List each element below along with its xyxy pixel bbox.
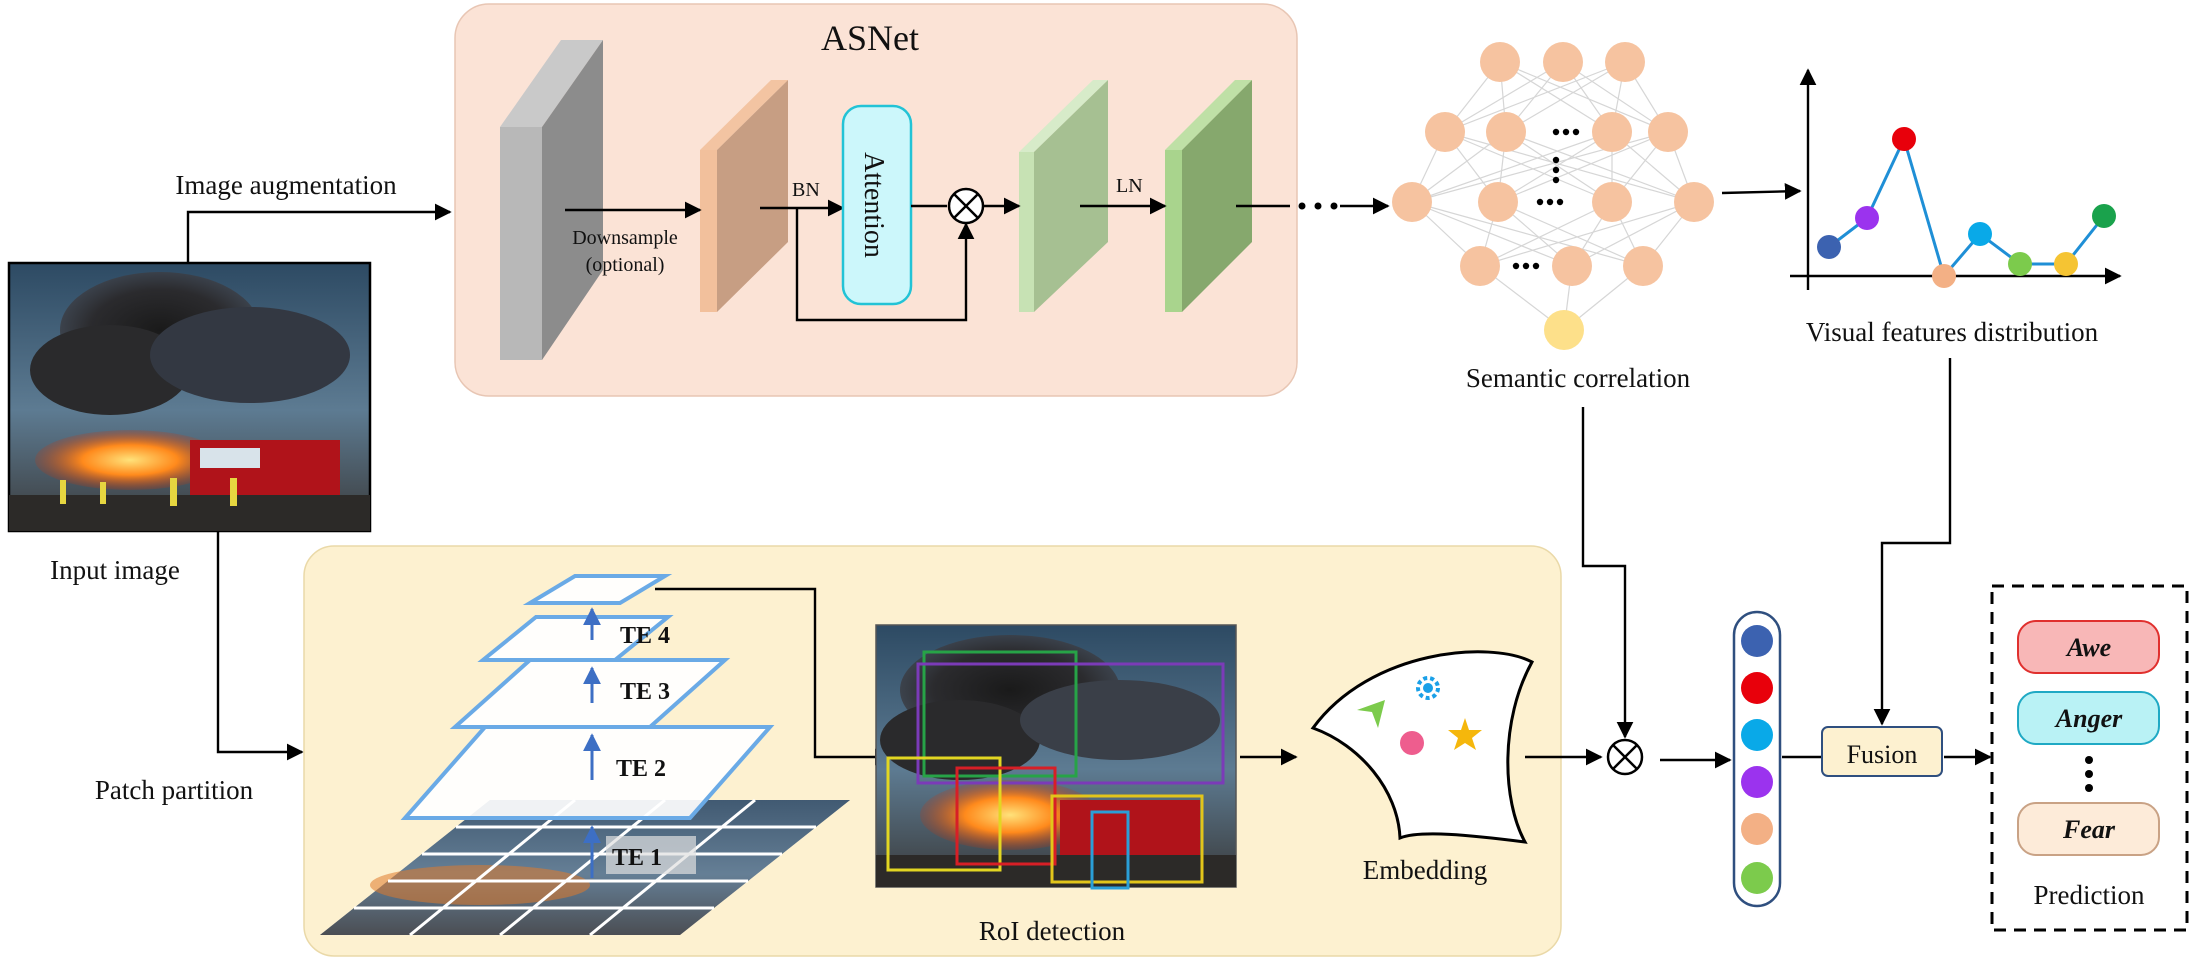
feature-point [1968, 222, 1992, 246]
network-node [1674, 182, 1714, 222]
vector-element [1741, 719, 1773, 751]
network-node [1592, 182, 1632, 222]
image-augmentation-label: Image augmentation [175, 170, 397, 200]
pyramid-to-roi-arrow [655, 587, 892, 766]
feature-point [1855, 206, 1879, 230]
patch-partition-label: Patch partition [95, 775, 254, 805]
network-node [1592, 112, 1632, 152]
feature-point [2008, 252, 2032, 276]
feature-point [2054, 252, 2078, 276]
vector-element [1741, 813, 1773, 845]
fusion-box [1821, 726, 1943, 777]
network-node [1552, 246, 1592, 286]
prediction-panel: Awe Anger Fear Prediction [1990, 584, 2189, 932]
bn-label: BN [792, 179, 820, 201]
te3-label: TE 3 [620, 679, 670, 705]
asnet-title: ASNet [821, 18, 919, 58]
downsample-optional-label: (optional) [586, 254, 665, 276]
feature-distribution-plot: Visual features distribution [1790, 68, 2122, 347]
ellipsis-arrow [1298, 197, 1390, 215]
sun-icon [1416, 676, 1440, 700]
semantic-to-multiply-arrow [1581, 407, 1634, 739]
distribution-to-fusion-arrow [1873, 358, 1952, 726]
gray-feature-slab [500, 40, 603, 360]
input-image-label: Input image [50, 555, 180, 585]
ln-label: LN [1116, 175, 1143, 197]
feature-point [1932, 264, 1956, 288]
network-node [1623, 246, 1663, 286]
network-node [1480, 42, 1520, 82]
te2-plane [400, 725, 775, 820]
tan-feature-slab [700, 80, 788, 312]
light-green-slab [1019, 80, 1108, 312]
emotion-awe-label: Awe [2065, 633, 2111, 662]
attention-label: Attention [858, 152, 889, 258]
feature-point [2092, 204, 2116, 228]
network-node [1425, 112, 1465, 152]
network-output-node [1544, 310, 1584, 350]
network-node [1648, 112, 1688, 152]
vector-element [1741, 862, 1773, 894]
pink-dot [1400, 731, 1424, 755]
emotion-anger [2017, 691, 2160, 745]
skip-connection [795, 208, 975, 322]
roi-box [886, 756, 1002, 872]
feature-point [1817, 235, 1841, 259]
emotion-ellipsis [2085, 756, 2093, 792]
feature-vector [1732, 610, 1782, 908]
green-feature-slab [1165, 80, 1252, 312]
vector-element [1741, 766, 1773, 798]
star-icon [1448, 718, 1482, 750]
top-plane [522, 574, 673, 605]
emotion-fear-label: Fear [2062, 815, 2116, 844]
vector-element [1741, 625, 1773, 657]
network-node [1605, 42, 1645, 82]
input-image: Input image [7, 261, 372, 585]
network-node [1392, 182, 1432, 222]
fusion-multiply-node [1606, 738, 1644, 776]
augmentation-arrow [186, 203, 452, 263]
emotion-fear [2017, 802, 2160, 856]
te2-label: TE 2 [616, 756, 666, 782]
network-to-plot-arrow [1721, 182, 1802, 200]
network-node [1486, 112, 1526, 152]
network-node [1478, 182, 1518, 222]
te4-plane [477, 615, 674, 662]
emotion-anger-label: Anger [2054, 704, 2123, 733]
emotion-awe [2017, 620, 2160, 674]
fusion-label: Fusion [1847, 740, 1918, 769]
roi-detection-image: RoI detection [875, 624, 1237, 946]
roi-box [916, 662, 1225, 785]
embedding-space: Embedding [1310, 650, 1535, 885]
network-node [1543, 42, 1583, 82]
roi-box [1090, 810, 1130, 890]
patch-grid [320, 798, 850, 937]
prediction-label: Prediction [2034, 880, 2145, 910]
asnet-block: ASNet Downsample (optional) [454, 3, 1298, 397]
feature-point [1892, 127, 1916, 151]
vector-element [1741, 672, 1773, 704]
leaf-icon [1357, 700, 1385, 728]
downsample-label: Downsample [572, 227, 678, 249]
semantic-network: Semantic correlation [1392, 42, 1714, 393]
te-pyramid [400, 574, 775, 820]
patch-partition-arrow [216, 531, 304, 761]
network-node [1460, 246, 1500, 286]
te1-label: TE 1 [612, 845, 662, 871]
embedding-label: Embedding [1363, 855, 1487, 885]
te3-plane [449, 658, 731, 729]
roi-box [955, 766, 1057, 866]
roi-detection-label: RoI detection [979, 916, 1126, 946]
visual-features-label: Visual features distribution [1806, 317, 2099, 347]
te4-label: TE 4 [620, 623, 670, 649]
semantic-correlation-label: Semantic correlation [1466, 363, 1691, 393]
